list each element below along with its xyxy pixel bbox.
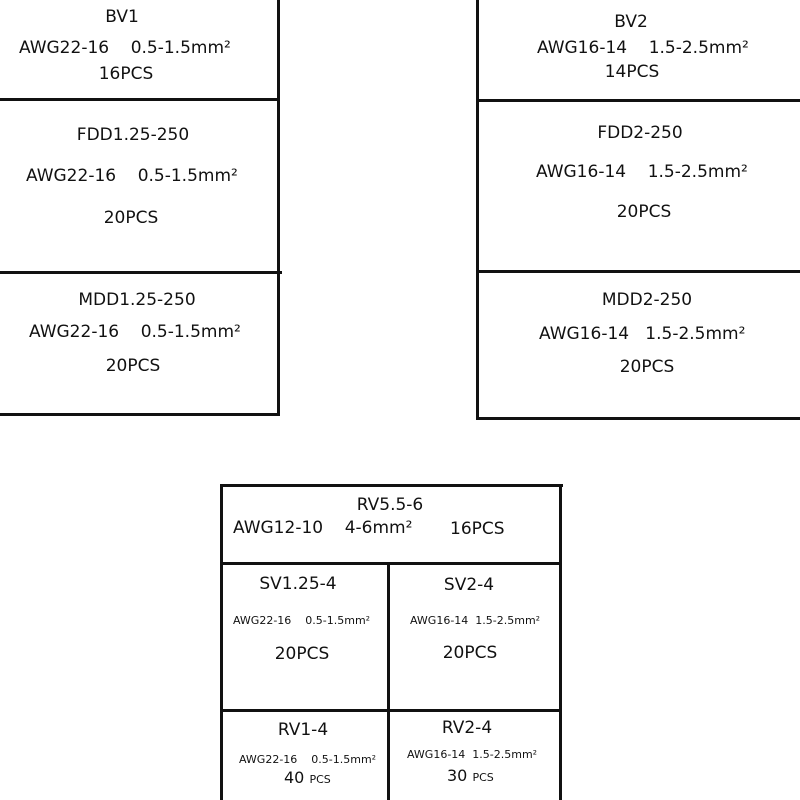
- right-divider-2: [476, 270, 800, 273]
- cell-count: 20PCS: [274, 644, 330, 664]
- cell-name: RV5.5-6: [356, 495, 424, 515]
- cell-count-unit: PCS: [472, 771, 494, 784]
- cell-count: 16PCS: [450, 519, 505, 539]
- cell-count: 16PCS: [98, 64, 154, 84]
- cell-spec: AWG16-14 1.5-2.5mm²: [407, 748, 538, 761]
- cell-name: MDD1.25-250: [78, 290, 196, 310]
- cell-count: 30 PCS: [447, 768, 494, 784]
- cell-spec: AWG22-16 0.5-1.5mm²: [19, 38, 231, 58]
- cell-name: BV2: [614, 12, 648, 32]
- cell-count: 20PCS: [103, 208, 159, 228]
- cell-count: 40 PCS: [284, 770, 331, 786]
- cell-count-unit: PCS: [309, 773, 331, 786]
- cell-count: 20PCS: [619, 357, 675, 377]
- cell-name: BV1: [105, 7, 139, 27]
- left-bottom-border: [0, 413, 280, 416]
- left-divider-1: [0, 98, 280, 101]
- cell-count: 20PCS: [616, 202, 672, 222]
- cell-name: RV2-4: [441, 718, 493, 738]
- cell-spec: AWG22-16 0.5-1.5mm²: [233, 614, 371, 627]
- cell-spec: AWG22-16 0.5-1.5mm²: [26, 166, 238, 186]
- cell-name: FDD1.25-250: [76, 125, 190, 145]
- cell-count-number: 30: [447, 766, 468, 785]
- cell-name: MDD2-250: [601, 290, 693, 310]
- cell-count: 20PCS: [105, 356, 161, 376]
- left-column-right-border: [277, 0, 280, 416]
- cell-name: RV1-4: [277, 720, 329, 740]
- cell-spec: AWG22-16 0.5-1.5mm²: [239, 753, 377, 766]
- cell-count: 14PCS: [604, 62, 660, 82]
- bottom-top-border: [220, 484, 563, 487]
- cell-spec: AWG16-14 1.5-2.5mm²: [539, 324, 746, 344]
- cell-name: FDD2-250: [597, 123, 683, 143]
- bottom-center-divider: [387, 562, 390, 800]
- cell-spec: AWG12-10 4-6mm²: [233, 518, 413, 538]
- cell-name: SV1.25-4: [259, 574, 337, 594]
- cell-count-number: 40: [284, 768, 305, 787]
- cell-spec: AWG16-14 1.5-2.5mm²: [537, 38, 749, 58]
- bottom-divider-1: [220, 562, 562, 565]
- bottom-right-border: [559, 484, 562, 800]
- cell-spec: AWG22-16 0.5-1.5mm²: [29, 322, 241, 342]
- cell-name: SV2-4: [443, 575, 495, 595]
- right-bottom-border: [476, 417, 800, 420]
- right-column-left-border: [476, 0, 479, 420]
- bottom-left-border: [220, 484, 223, 800]
- cell-spec: AWG16-14 1.5-2.5mm²: [410, 614, 541, 627]
- right-divider-1: [476, 99, 800, 102]
- cell-count: 20PCS: [442, 643, 498, 663]
- cell-spec: AWG16-14 1.5-2.5mm²: [536, 162, 748, 182]
- left-divider-2: [0, 271, 282, 274]
- bottom-divider-2: [220, 709, 562, 712]
